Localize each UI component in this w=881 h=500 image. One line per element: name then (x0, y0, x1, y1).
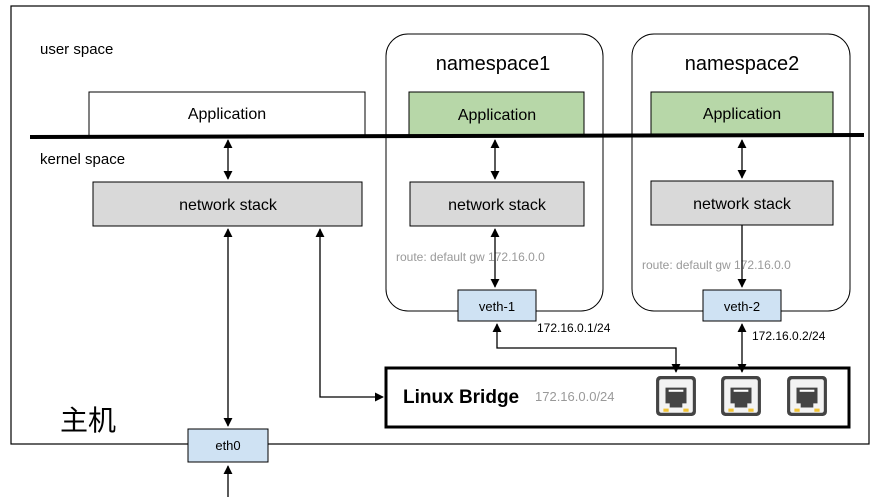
user-kernel-divider (29, 133, 865, 139)
veth-1-label: veth-1 (479, 299, 515, 314)
host-stack-bridge-arrow (315, 228, 384, 402)
eth0-box (187, 428, 269, 463)
ethernet-port-icon (787, 376, 827, 416)
linux-bridge-subnet: 172.16.0.0/24 (535, 389, 615, 404)
linux-bridge-title: Linux Bridge (403, 387, 519, 408)
veth-2-box (702, 289, 782, 322)
ethernet-port-icon (656, 376, 696, 416)
namespace2-network-stack-box (650, 180, 834, 226)
host-box (10, 5, 870, 445)
veth1-bridge-port-link (492, 323, 681, 373)
namespace1-network-stack-label: network stack (448, 197, 547, 214)
namespace1-application-label: Application (458, 107, 536, 124)
veth-2-label: veth-2 (724, 299, 760, 314)
namespace1-title: namespace1 (436, 53, 551, 75)
namespace1-application-box (408, 91, 585, 137)
namespace2-route-note: route: default gw 172.16.0.0 (642, 258, 791, 272)
host-network-stack-label: network stack (179, 197, 278, 214)
veth-1-box (457, 289, 537, 322)
eth0-label: eth0 (215, 438, 240, 453)
namespace1-route-note: route: default gw 172.16.0.0 (396, 250, 545, 264)
veth-1-ip-label: 172.16.0.1/24 (537, 321, 611, 335)
namespace2-title: namespace2 (685, 53, 800, 75)
user-space-label: user space (40, 41, 113, 58)
host-application-label: Application (188, 106, 266, 123)
host-label: 主机 (60, 405, 116, 436)
veth-2-ip-label: 172.16.0.2/24 (752, 329, 826, 343)
namespace2-network-stack-label: network stack (693, 196, 792, 213)
namespace2-application-label: Application (703, 106, 781, 123)
host-network-stack-box (92, 181, 363, 227)
namespace1-network-stack-box (409, 181, 585, 227)
host-application-box (88, 91, 366, 137)
kernel-space-label: kernel space (40, 151, 125, 168)
ethernet-port-icon (721, 376, 761, 416)
